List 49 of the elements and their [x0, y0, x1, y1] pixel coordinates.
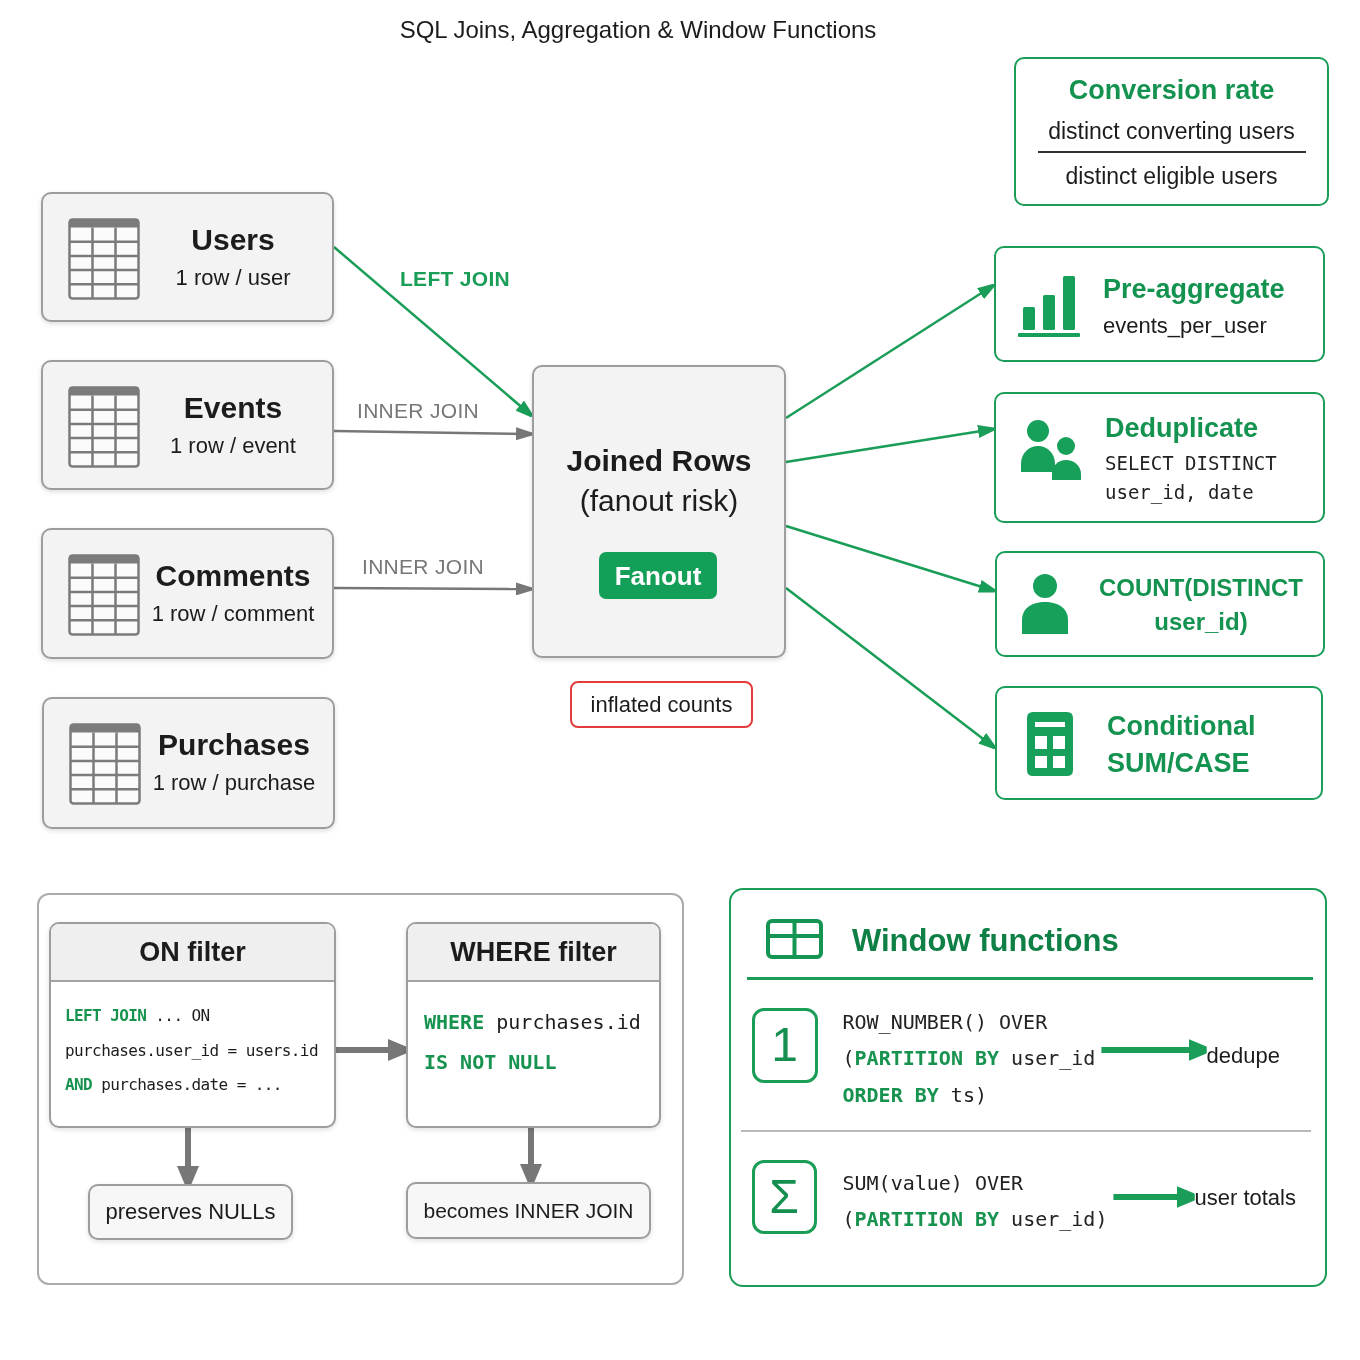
result-text: dedupe: [1206, 1041, 1280, 1070]
technique-card: [994, 246, 1325, 362]
technique-title: COUNT(DISTINCT user_id): [1098, 573, 1304, 637]
sql-code: SELECT DISTINCT user_id, date: [1105, 451, 1278, 506]
table-name: Events: [183, 390, 283, 426]
sql-code: WHERE purchases.id IS NOT NULL: [424, 1009, 642, 1076]
technique-title: Pre-aggregate: [1103, 273, 1285, 306]
card-subtitle: (fanout risk): [579, 483, 739, 519]
filter-header: WHERE filter: [408, 924, 659, 982]
window-functions-panel: [729, 888, 1327, 1287]
comparison-panel: [37, 893, 684, 1285]
sigma-tile: Σ: [751, 1159, 817, 1234]
sql-code: ROW_NUMBER() OVER (PARTITION BY user_id ORDER BY ts): [842, 1003, 1102, 1113]
filter-card: [49, 922, 336, 1128]
table-name: Users: [191, 222, 275, 258]
numerator-text: distinct converting users: [1048, 117, 1295, 146]
table-card: [41, 192, 334, 322]
joined-rows-card: [532, 365, 786, 658]
result-note: becomes INNER JOIN: [406, 1182, 651, 1239]
technique-card: [995, 686, 1323, 800]
table-card: [41, 360, 334, 490]
denominator-text: distinct eligible users: [1065, 162, 1278, 191]
card-title: Joined Rows: [566, 443, 752, 479]
table-card: [41, 528, 334, 659]
fanout-tag: Fanout: [599, 552, 717, 599]
table-name: Purchases: [158, 727, 310, 763]
row-grain-text: 1 row / comment: [151, 600, 315, 628]
panel-title: Window functions: [852, 922, 1119, 960]
technique-card: [995, 551, 1325, 657]
filter-header: ON filter: [51, 924, 334, 982]
number-tile: 1: [751, 1007, 818, 1083]
filter-card: [406, 922, 661, 1128]
technique-title: Conditional SUM/CASE: [1107, 710, 1257, 780]
warning-note: inflated counts: [570, 681, 753, 728]
row-grain-text: 1 row / user: [175, 264, 291, 292]
technique-detail: events_per_user: [1103, 312, 1267, 340]
technique-title: Deduplicate: [1105, 412, 1259, 445]
formula-title: Conversion rate: [1068, 74, 1275, 107]
table-card: [42, 697, 335, 829]
table-name: Comments: [155, 558, 311, 594]
row-grain-text: 1 row / event: [170, 432, 296, 460]
sql-code: LEFT JOIN ... ON purchases.user_id = users.id AND purchases.date = ...: [65, 1005, 319, 1096]
formula-card: [1014, 57, 1329, 206]
technique-card: [994, 392, 1325, 523]
result-note: preserves NULLs: [88, 1184, 293, 1240]
result-text: user totals: [1194, 1183, 1296, 1212]
sql-code: SUM(value) OVER (PARTITION BY user_id): [842, 1164, 1114, 1237]
row-grain-text: 1 row / purchase: [152, 769, 316, 797]
diagram-title: SQL Joins, Aggregation & Window Functions: [399, 15, 877, 45]
